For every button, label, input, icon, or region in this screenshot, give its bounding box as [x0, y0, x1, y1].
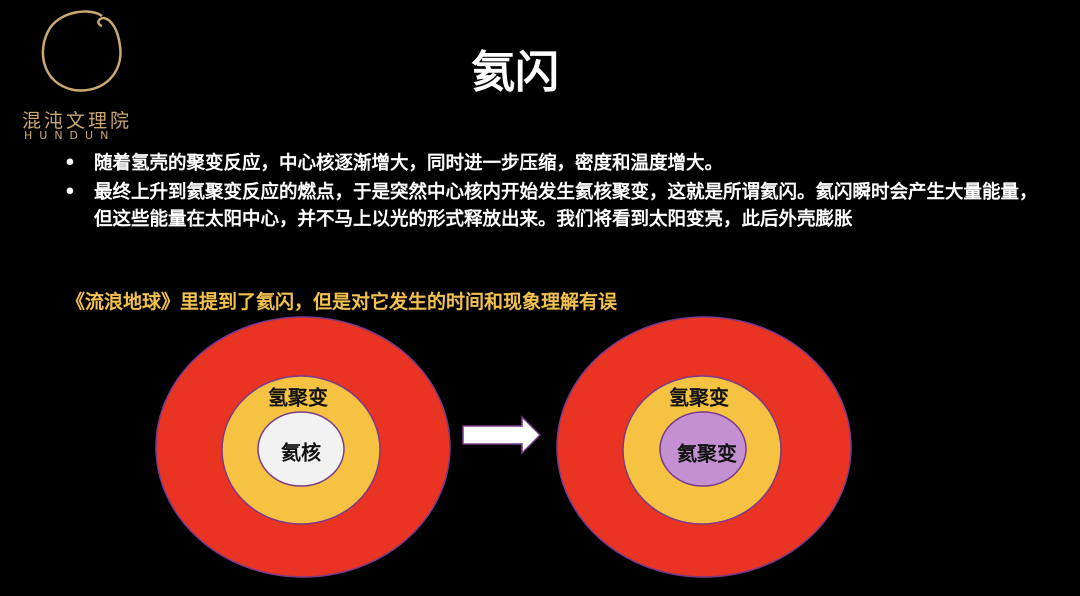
- after-shell-label: 氢聚变: [669, 385, 729, 410]
- arrow-right-icon: [462, 415, 542, 455]
- after-core-label: 氦聚变: [677, 441, 737, 466]
- bullet-list: 随着氢壳的聚变反应，中心核逐渐增大，同时进一步压缩，密度和温度增大。 最终上升到…: [60, 150, 1050, 235]
- helium-core: [257, 411, 345, 487]
- bullet-item: 随着氢壳的聚变反应，中心核逐渐增大，同时进一步压缩，密度和温度增大。: [60, 150, 1050, 177]
- logo-name-en: HUNDUN: [24, 129, 116, 142]
- before-shell-label: 氢聚变: [268, 385, 328, 410]
- before-star: [155, 316, 451, 578]
- logo: 混沌文理院 HUNDUN: [18, 6, 142, 142]
- helium-fusion-core: [659, 411, 747, 487]
- logo-circle-icon: [41, 10, 122, 92]
- logo-name-cn: 混沌文理院: [22, 110, 133, 132]
- after-star: [556, 316, 852, 578]
- slide-title: 氦闪: [471, 47, 559, 98]
- note-text: 《流浪地球》里提到了氦闪，但是对它发生的时间和现象理解有误: [66, 291, 618, 313]
- bullet-item: 最终上升到氦聚变反应的燃点，于是突然中心核内开始发生氦核聚变，这就是所谓氦闪。氦…: [60, 179, 1050, 233]
- before-core-label: 氦核: [281, 440, 321, 465]
